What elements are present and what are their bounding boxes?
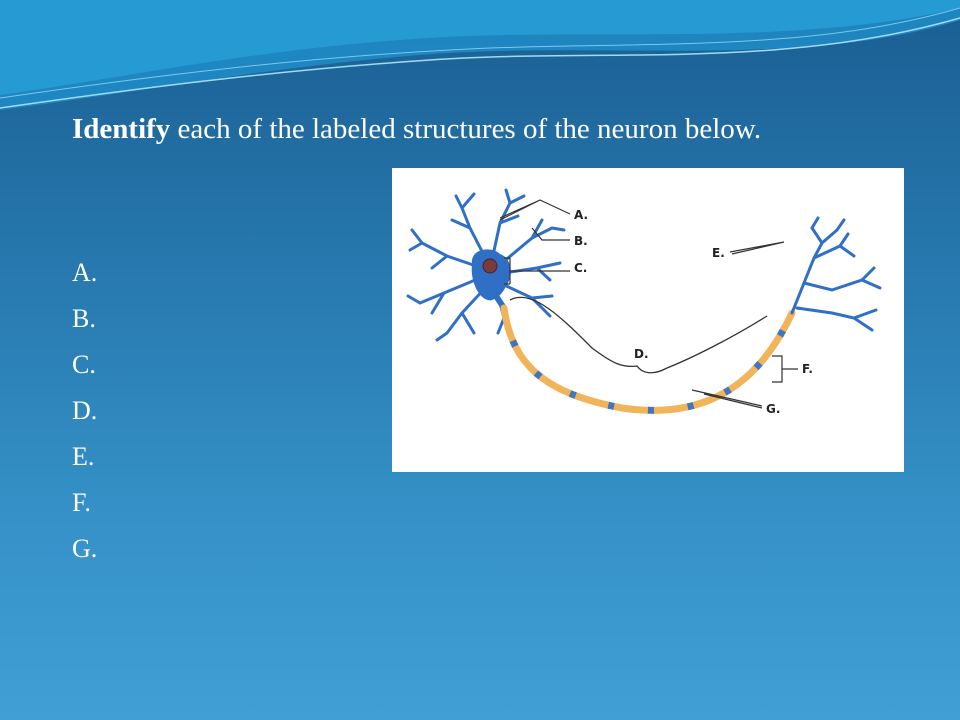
answer-item-g: G. [72, 534, 98, 563]
axon-outline [509, 296, 768, 374]
label-c: C. [574, 261, 587, 275]
neuron-diagram: A. B. C. D. E. F. G. [392, 168, 904, 472]
axon-terminals [790, 216, 882, 332]
header-wave-decoration [0, 0, 960, 110]
answer-item-f: F. [72, 488, 91, 517]
nucleus [482, 258, 498, 274]
label-a: A. [574, 208, 588, 222]
leader-lines [499, 199, 798, 409]
title-rest: each of the labeled structures of the ne… [170, 113, 762, 145]
answer-item-c: C. [72, 350, 96, 379]
neuron-diagram-svg: A. B. C. D. E. F. G. [406, 188, 882, 416]
label-f: F. [802, 362, 813, 376]
slide-title: Identify each of the labeled structures … [72, 110, 892, 148]
answer-list: A. B. C. D. E. F. G. [72, 250, 97, 572]
answer-item-d: D. [72, 396, 98, 425]
answer-item-a: A. [72, 258, 98, 287]
label-b: B. [574, 234, 588, 248]
answer-item-e: E. [72, 442, 95, 471]
answer-item-b: B. [72, 304, 96, 333]
axon-myelin [500, 304, 796, 414]
label-d: D. [634, 347, 649, 361]
label-g: G. [766, 402, 780, 416]
label-e: E. [712, 246, 725, 260]
title-bold-word: Identify [72, 113, 171, 145]
cell-body [471, 249, 511, 301]
